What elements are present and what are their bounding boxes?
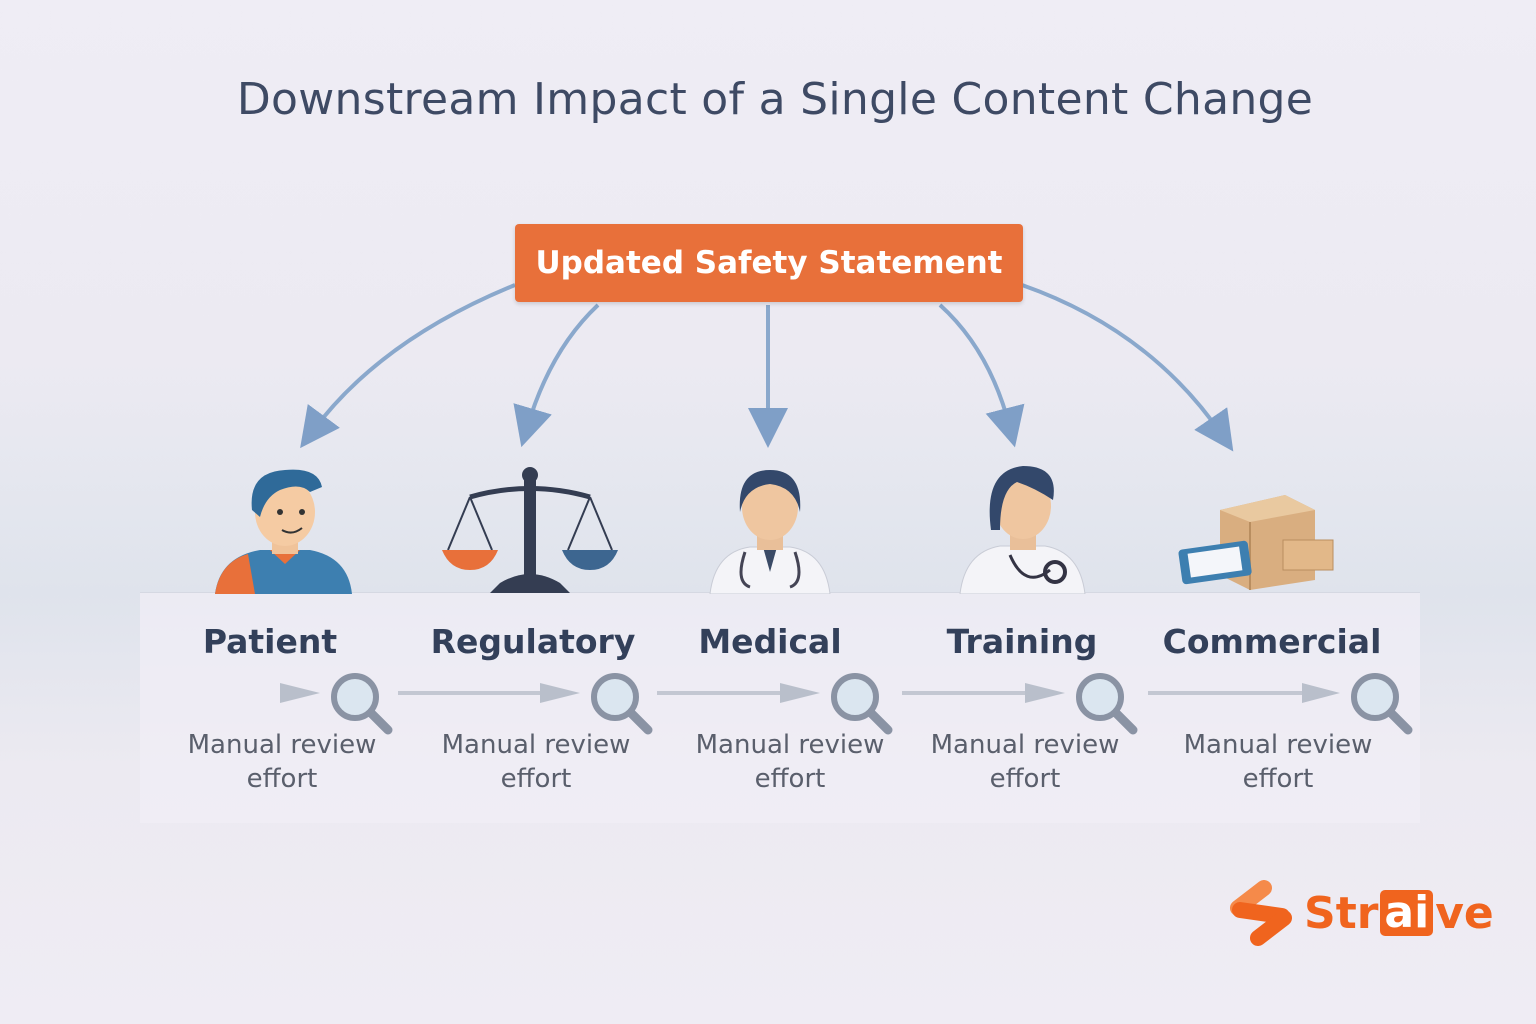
magnifier-icon — [834, 676, 888, 730]
stakeholder-label-patient: Patient — [202, 622, 338, 661]
arrow-training — [938, 303, 1025, 448]
logo-text-pre: Str — [1304, 887, 1379, 939]
stakeholder-label-medical: Medical — [698, 622, 842, 661]
package-icon — [1178, 495, 1334, 590]
scales-icon — [442, 467, 618, 593]
page-title: Downstream Impact of a Single Content Ch… — [236, 74, 1314, 125]
nurse-icon — [959, 466, 1086, 594]
magnifier-icon — [331, 673, 393, 735]
arrow-regulatory — [513, 303, 600, 448]
stakeholder-label-commercial: Commercial — [1162, 622, 1382, 661]
straive-logo: Str ai ve — [1228, 880, 1494, 946]
logo-text-ai: ai — [1380, 890, 1434, 936]
magnifier-icon — [1079, 676, 1133, 730]
arrow-commercial — [1021, 283, 1234, 452]
patient-icon — [215, 469, 352, 594]
updated-safety-statement-box: Updated Safety Statement — [515, 224, 1023, 302]
logo-text-post: ve — [1435, 887, 1494, 939]
stakeholder-label-training: Training — [946, 622, 1098, 661]
straive-logo-mark-icon — [1230, 880, 1292, 946]
arrow-patient — [300, 283, 516, 449]
stakeholder-label-regulatory: Regulatory — [430, 622, 636, 661]
magnifier-icon — [594, 676, 648, 730]
doctor-icon — [709, 470, 831, 594]
magnifier-icon — [1354, 676, 1408, 730]
